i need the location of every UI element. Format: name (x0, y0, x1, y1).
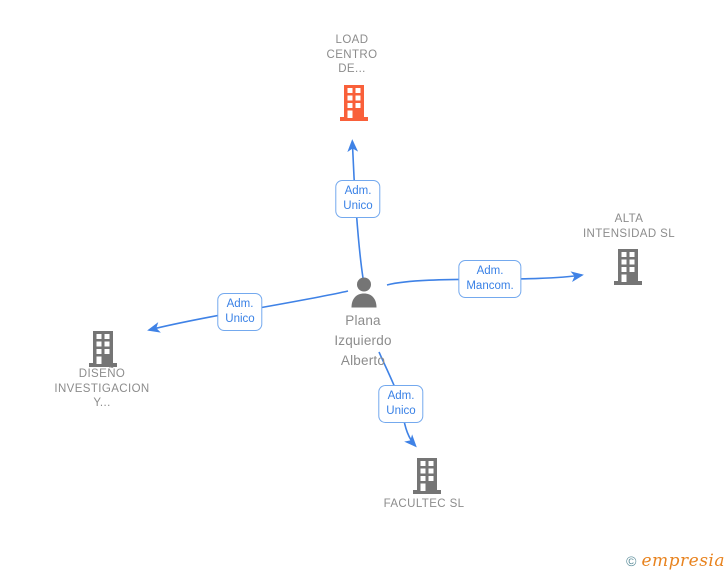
company-label-alta-intensidad[interactable]: ALTA INTENSIDAD SL (582, 213, 676, 240)
relation-label-adm-unico-top: Adm. Unico (335, 180, 381, 218)
person-name-label[interactable]: Plana Izquierdo Alberto (334, 313, 392, 368)
relation-label-adm-unico-bottom: Adm. Unico (378, 385, 424, 423)
relation-label-adm-mancom: Adm. Mancom. (458, 260, 522, 298)
relation-label-adm-unico-left: Adm. Unico (217, 293, 263, 331)
company-label-diseno-investigacion[interactable]: DISEÑO INVESTIGACION Y... (54, 368, 150, 409)
company-label-load-centro[interactable]: LOAD CENTRO DE... (326, 34, 378, 75)
building-icon-alta-intensidad[interactable] (613, 249, 643, 285)
building-icon-diseno-investigacion[interactable] (88, 331, 118, 367)
building-icon-facultec[interactable] (412, 458, 442, 494)
person-icon[interactable] (350, 277, 378, 308)
building-icon-load-centro[interactable] (339, 84, 369, 122)
brand-name: empresia (641, 551, 725, 571)
empresia-logo[interactable]: © empresia (626, 551, 725, 571)
copyright-icon: © (626, 553, 637, 569)
company-label-facultec[interactable]: FACULTEC SL (383, 498, 465, 510)
